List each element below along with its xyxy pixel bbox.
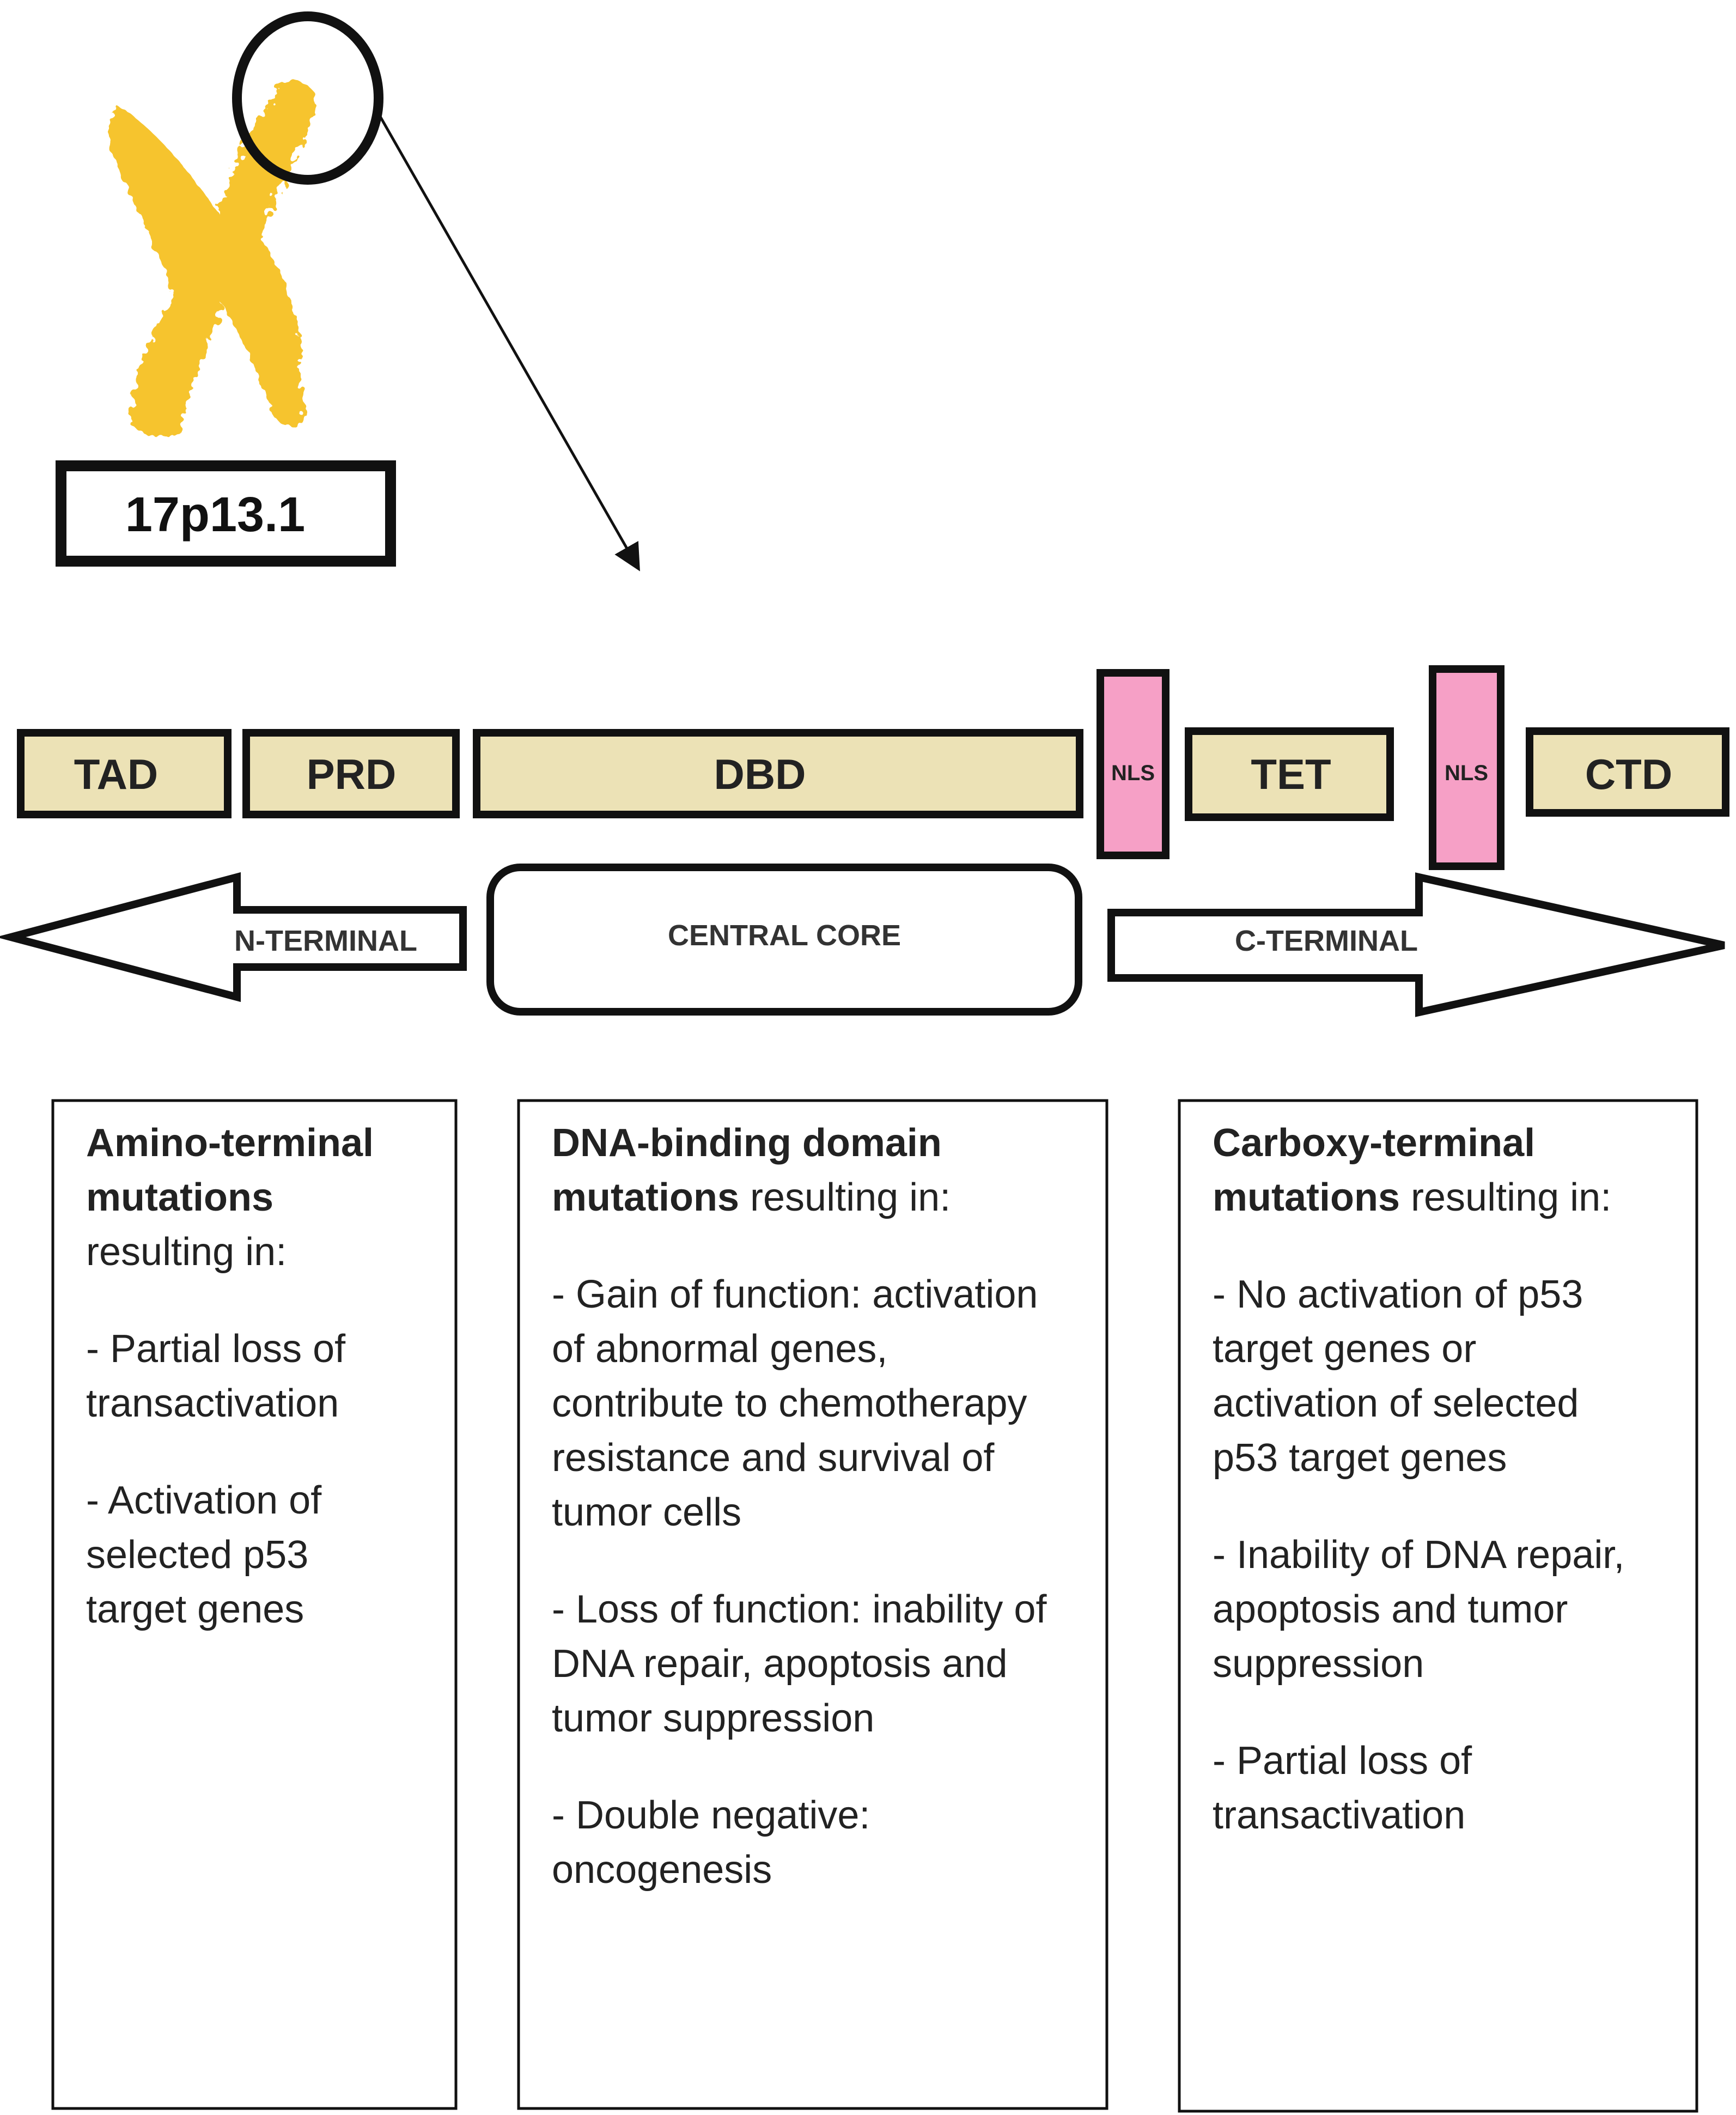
dna-line-4-text: of abnormal genes, xyxy=(552,1327,887,1371)
domain-tet xyxy=(1185,727,1394,821)
dna-line-7-text: tumor cells xyxy=(552,1491,741,1534)
dna-line-9: DNA repair, apoptosis and xyxy=(552,1642,1008,1686)
dna-binding-box xyxy=(517,1099,1108,2110)
dna-line-3-text: - Gain of function: activation xyxy=(552,1273,1038,1316)
central-core-label: CENTRAL CORE xyxy=(668,919,901,952)
domain-dbd xyxy=(473,729,1083,818)
carboxy-line-10: - Partial loss of xyxy=(1213,1739,1472,1783)
amino-terminal-box xyxy=(51,1099,458,2110)
carboxy-line-4: target genes or xyxy=(1213,1327,1476,1371)
domain-dbd-label: DBD xyxy=(714,750,806,798)
carboxy-line-1-bold: Carboxy-terminal xyxy=(1213,1121,1535,1165)
amino-line-4: - Partial loss of xyxy=(86,1327,346,1371)
amino-line-7-text: selected p53 xyxy=(86,1533,308,1577)
dna-binding-text: DNA-binding domain mutations resulting in… xyxy=(552,1121,1047,1892)
dna-line-5: contribute to chemotherapy xyxy=(552,1382,1027,1425)
dna-line-10-text: tumor suppression xyxy=(552,1697,874,1740)
c-terminal-arrow xyxy=(1107,872,1725,1017)
amino-line-1-bold: Amino-terminal xyxy=(86,1121,374,1165)
amino-line-7: selected p53 xyxy=(86,1533,308,1577)
amino-line-3: resulting in: xyxy=(86,1230,287,1274)
c-terminal-label: C-TERMINAL xyxy=(1235,925,1418,957)
carboxy-line-1: Carboxy-terminal xyxy=(1213,1121,1535,1165)
dna-line-7: tumor cells xyxy=(552,1491,741,1534)
carboxy-line-2-text: resulting in: xyxy=(1400,1176,1611,1219)
dna-line-1: DNA-binding domain xyxy=(552,1121,942,1165)
amino-line-2-bold: mutations xyxy=(86,1176,273,1219)
carboxy-line-10-text: - Partial loss of xyxy=(1213,1739,1472,1783)
domain-nls-2-label: NLS xyxy=(1445,761,1488,785)
locus-label: 17p13.1 xyxy=(125,488,305,542)
amino-line-6: - Activation of xyxy=(86,1479,322,1522)
domain-nls-1-label: NLS xyxy=(1111,761,1155,785)
dna-line-11: - Double negative: xyxy=(552,1794,870,1837)
domain-ctd xyxy=(1526,727,1729,817)
amino-line-4-text: - Partial loss of xyxy=(86,1327,346,1371)
locus-label-box: 17p13.1 xyxy=(56,460,396,567)
amino-terminal-text: Amino-terminal mutations resulting in: - Pa… xyxy=(86,1121,374,1631)
dna-line-3: - Gain of function: activation xyxy=(552,1273,1038,1316)
carboxy-line-11: transactivation xyxy=(1213,1794,1465,1837)
domain-prd xyxy=(242,729,460,818)
dna-line-12: oncogenesis xyxy=(552,1848,772,1892)
amino-line-2: mutations xyxy=(86,1176,273,1219)
carboxy-line-3: - No activation of p53 xyxy=(1213,1273,1583,1316)
carboxy-line-5-text: activation of selected xyxy=(1213,1382,1579,1425)
amino-line-1: Amino-terminal xyxy=(86,1121,374,1165)
central-core-box xyxy=(486,864,1082,1016)
dna-line-12-text: oncogenesis xyxy=(552,1848,772,1892)
carboxy-line-2-bold: mutations xyxy=(1213,1176,1400,1219)
domain-tet-label: TET xyxy=(1251,750,1331,798)
pointer-arrow xyxy=(374,108,640,572)
chromosome-17-icon xyxy=(109,80,315,436)
dna-line-8: - Loss of function: inability of xyxy=(552,1588,1047,1631)
domain-ctd-label: CTD xyxy=(1585,750,1672,798)
domain-prd-label: PRD xyxy=(307,750,397,798)
carboxy-line-4-text: target genes or xyxy=(1213,1327,1476,1371)
domain-nls-2 xyxy=(1429,665,1504,870)
locus-highlight-circle xyxy=(232,11,383,185)
dna-line-9-text: DNA repair, apoptosis and xyxy=(552,1642,1008,1686)
carboxy-terminal-box xyxy=(1178,1099,1698,2113)
domain-nls-1 xyxy=(1097,669,1169,859)
n-terminal-arrow xyxy=(0,872,467,1002)
carboxy-line-3-text: - No activation of p53 xyxy=(1213,1273,1583,1316)
carboxy-line-9: suppression xyxy=(1213,1642,1424,1686)
amino-line-6-text: - Activation of xyxy=(86,1479,322,1522)
carboxy-line-8: apoptosis and tumor xyxy=(1213,1588,1568,1631)
carboxy-line-7: - Inability of DNA repair, xyxy=(1213,1533,1624,1577)
dna-line-11-text: - Double negative: xyxy=(552,1794,870,1837)
dna-line-8-text: - Loss of function: inability of xyxy=(552,1588,1047,1631)
domain-bar xyxy=(17,665,1729,870)
dna-line-10: tumor suppression xyxy=(552,1697,874,1740)
dna-line-5-text: contribute to chemotherapy xyxy=(552,1382,1027,1425)
carboxy-line-6: p53 target genes xyxy=(1213,1436,1507,1480)
carboxy-terminal-text: Carboxy-terminal mutations resulting in: -… xyxy=(1213,1121,1624,1837)
dna-line-2: mutations resulting in: xyxy=(552,1176,951,1219)
carboxy-line-2: mutations resulting in: xyxy=(1213,1176,1611,1219)
domain-tad xyxy=(17,729,232,818)
amino-line-5: transactivation xyxy=(86,1382,339,1425)
carboxy-line-5: activation of selected xyxy=(1213,1382,1579,1425)
chromosome-body xyxy=(109,80,315,436)
dna-line-6-text: resistance and survival of xyxy=(552,1436,995,1480)
n-terminal-label: N-TERMINAL xyxy=(234,925,417,957)
dna-line-2-bold: mutations xyxy=(552,1176,739,1219)
carboxy-line-11-text: transactivation xyxy=(1213,1794,1465,1837)
dna-line-1-bold: DNA-binding domain xyxy=(552,1121,942,1165)
dna-line-6: resistance and survival of xyxy=(552,1436,995,1480)
carboxy-line-6-text: p53 target genes xyxy=(1213,1436,1507,1480)
dna-line-4: of abnormal genes, xyxy=(552,1327,887,1371)
amino-line-8: target genes xyxy=(86,1588,304,1631)
domain-tad-label: TAD xyxy=(74,750,159,798)
amino-line-8-text: target genes xyxy=(86,1588,304,1631)
carboxy-line-9-text: suppression xyxy=(1213,1642,1424,1686)
carboxy-line-8-text: apoptosis and tumor xyxy=(1213,1588,1568,1631)
amino-line-3-text: resulting in: xyxy=(86,1230,287,1274)
dna-line-2-text: resulting in: xyxy=(739,1176,951,1219)
amino-line-5-text: transactivation xyxy=(86,1382,339,1425)
carboxy-line-7-text: - Inability of DNA repair, xyxy=(1213,1533,1624,1577)
